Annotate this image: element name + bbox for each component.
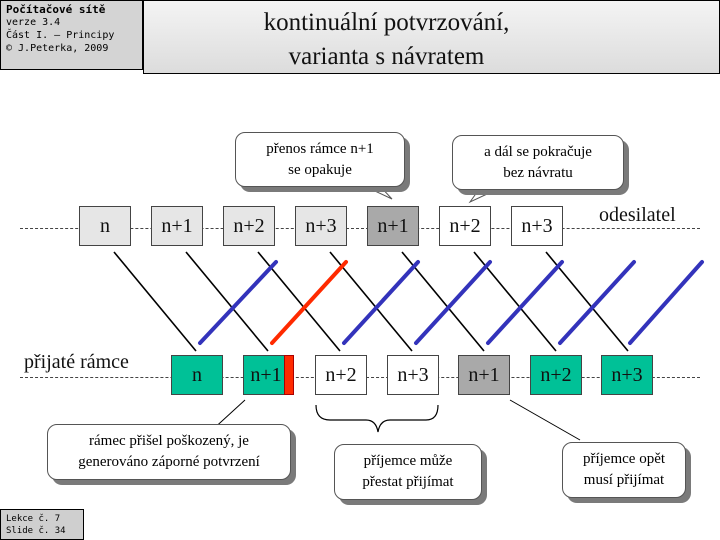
callout-damaged: rámec přišel poškozený, je generováno zá…	[47, 424, 291, 480]
receiver-frame-accepted: n+3	[601, 355, 653, 395]
callout-line: přenos rámce n+1	[266, 141, 374, 157]
version-text: verze 3.4	[6, 17, 61, 28]
callout-line: se opakuje	[288, 162, 352, 178]
sender-frame-retransmitted: n+1	[367, 206, 419, 246]
receiver-frame-discarded: n+3	[387, 355, 439, 395]
callout-line: generováno záporné potvrzení	[78, 454, 260, 470]
callout-line: příjemce může	[363, 453, 453, 469]
bubble-tail	[468, 187, 501, 204]
sender-frame: n+3	[295, 206, 347, 246]
sender-frame: n	[79, 206, 131, 246]
data-line	[473, 251, 557, 352]
title-box: kontinuální potvrzování, varianta s návr…	[143, 0, 720, 74]
receiver-frame-accepted: n	[171, 355, 223, 395]
callout-line: rámec přišel poškozený, je	[89, 433, 249, 449]
data-line	[113, 251, 197, 352]
ack-line	[558, 260, 636, 345]
callout-must-accept: příjemce opět musí přijímat	[562, 442, 686, 498]
data-line	[329, 251, 413, 352]
sender-frame: n+2	[439, 206, 491, 246]
sender-frame: n+1	[151, 206, 203, 246]
damage-marker	[284, 355, 294, 395]
callout-line: příjemce opět	[582, 451, 666, 467]
ack-line	[628, 260, 704, 345]
data-line	[401, 251, 485, 352]
sender-frame: n+2	[223, 206, 275, 246]
nak-line	[270, 260, 348, 345]
data-line	[185, 251, 269, 352]
ack-line	[414, 260, 492, 345]
callout-line: bez návratu	[503, 165, 573, 181]
callout-line: musí přijímat	[583, 472, 665, 488]
receiver-frame-pending: n+1	[458, 355, 510, 395]
callout-can-stop: příjemce může přestat přijímat	[334, 444, 482, 500]
sender-timeline	[20, 228, 700, 229]
receiver-frame-accepted: n+2	[530, 355, 582, 395]
sender-label: odesilatel	[599, 204, 676, 226]
data-line	[545, 251, 629, 352]
discard-bracket	[315, 404, 439, 433]
slide-title-line1: kontinuální potvrzování,	[263, 9, 510, 36]
ack-line	[342, 260, 420, 345]
course-name: Počítačové sítě	[6, 3, 106, 16]
slide-title-line2: varianta s návratem	[288, 43, 485, 70]
receiver-frame-discarded: n+2	[315, 355, 367, 395]
lesson-number: Lekce č. 7	[6, 514, 61, 524]
receiver-label: přijaté rámce	[24, 351, 129, 373]
receiver-frame-damaged: n+1	[243, 355, 289, 395]
callout-pointer	[509, 399, 581, 441]
lesson-box: Lekce č. 7 Slide č. 34	[0, 509, 84, 540]
ack-line	[198, 260, 278, 345]
callout-retransmit: přenos rámce n+1 se opakuje	[235, 132, 405, 187]
sender-frame: n+3	[511, 206, 563, 246]
ack-line	[486, 260, 564, 345]
callout-line: přestat přijímat	[362, 474, 454, 490]
callout-line: a dál se pokračuje	[484, 144, 592, 160]
callout-continue: a dál se pokračuje bez návratu	[452, 135, 624, 190]
copyright-text: © J.Peterka, 2009	[6, 43, 109, 54]
slide-number: Slide č. 34	[6, 526, 66, 536]
course-info-box: Počítačové sítě verze 3.4 Část I. – Prin…	[0, 0, 143, 70]
part-text: Část I. – Principy	[6, 30, 115, 41]
